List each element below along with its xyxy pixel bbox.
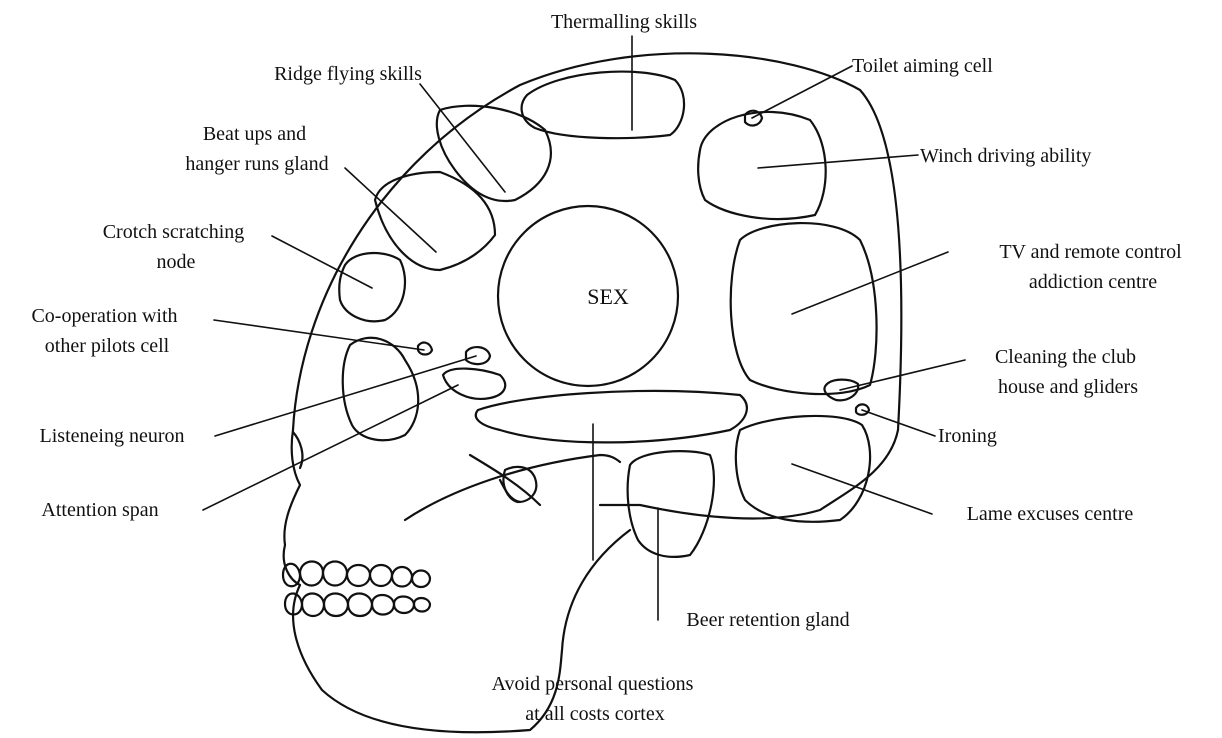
region-thermalling	[522, 72, 684, 139]
leader-lame	[792, 464, 932, 514]
leader-crotch	[272, 236, 372, 288]
label-crotch: Crotch scratching node	[103, 221, 250, 273]
label-cooperation: Co-operation with other pilots cell	[31, 305, 182, 357]
label-listening: Listeneing neuron	[40, 425, 185, 447]
label-attention: Attention span	[41, 499, 158, 521]
region-jaw-inner	[503, 467, 536, 502]
lower-teeth	[285, 594, 430, 617]
label-toilet: Toilet aiming cell	[852, 55, 993, 77]
region-ridge	[437, 106, 551, 201]
labels: SEX Thermalling skills Toilet aiming cel…	[31, 11, 1186, 725]
region-avoid	[476, 391, 747, 442]
label-ironing: Ironing	[938, 425, 997, 447]
label-winch: Winch driving ability	[920, 145, 1091, 167]
eye-socket	[343, 338, 418, 440]
label-beer: Beer retention gland	[686, 609, 849, 631]
brain-regions	[339, 72, 876, 557]
leader-lines	[203, 36, 965, 620]
label-cleaning: Cleaning the club house and gliders	[995, 346, 1141, 398]
jaw-line	[405, 455, 620, 520]
region-lame	[736, 416, 870, 522]
leader-winch	[758, 155, 918, 168]
leader-cleaning	[840, 360, 965, 390]
label-beatups: Beat ups and hanger runs gland	[185, 123, 328, 175]
leader-attention	[203, 385, 458, 510]
label-ridge: Ridge flying skills	[274, 63, 422, 85]
region-winch	[698, 112, 826, 219]
label-avoid: Avoid personal questions at all costs co…	[492, 673, 699, 725]
label-center-sex: SEX	[587, 284, 629, 309]
leader-cooperation	[214, 320, 424, 350]
leader-toilet	[752, 66, 852, 118]
label-thermalling: Thermalling skills	[551, 11, 697, 33]
region-cooperation	[418, 343, 432, 355]
label-tv: TV and remote control addiction centre	[999, 241, 1186, 293]
region-attention	[443, 369, 505, 399]
label-lame: Lame excuses centre	[967, 503, 1134, 525]
region-listening	[466, 347, 490, 364]
leader-tv	[792, 252, 948, 314]
upper-teeth	[283, 562, 430, 588]
